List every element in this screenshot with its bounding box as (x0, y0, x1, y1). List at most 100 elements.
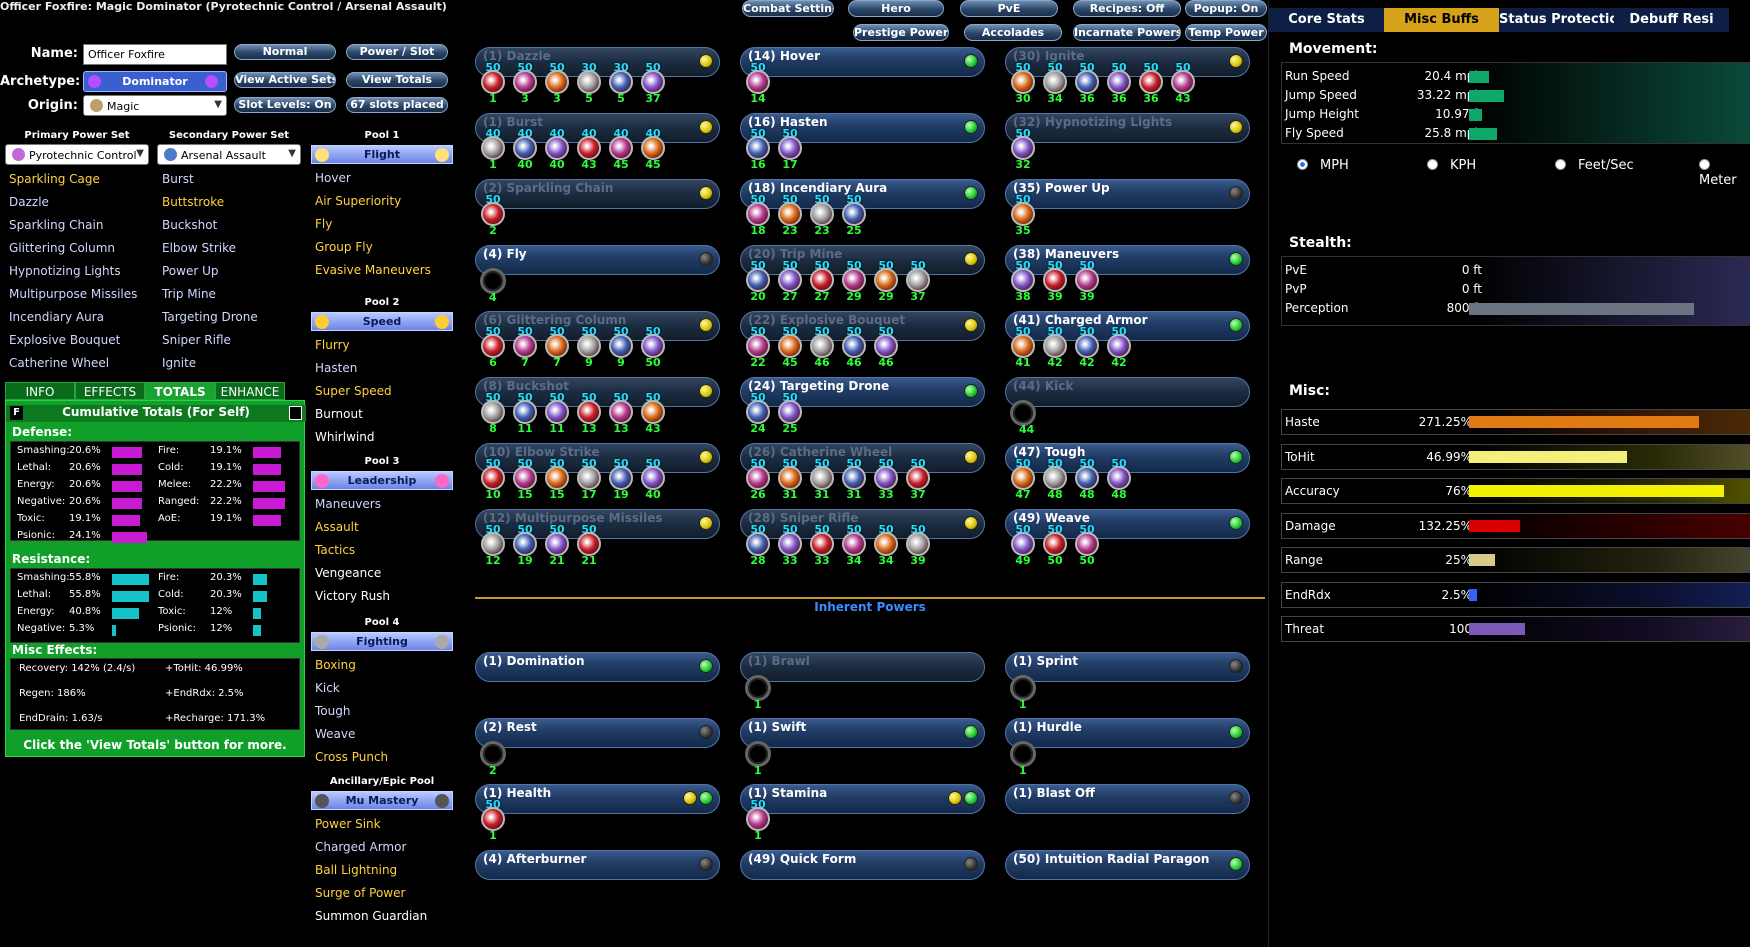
power-item-explosive-bouquet[interactable]: Explosive Bouquet (9, 333, 121, 347)
power-bar[interactable] (1005, 311, 1250, 341)
power-bar[interactable] (1005, 179, 1250, 209)
power-bar[interactable] (1005, 113, 1250, 143)
power-bar[interactable] (1005, 850, 1250, 880)
power-slot-button[interactable]: Power / Slot (346, 44, 448, 60)
power-item-hover[interactable]: Hover (315, 171, 351, 185)
power-item-power-up[interactable]: Power Up (162, 264, 219, 278)
origin-select[interactable]: Magic▼ (83, 95, 227, 116)
power-item-charged-armor[interactable]: Charged Armor (315, 840, 407, 854)
power-item-trip-mine[interactable]: Trip Mine (162, 287, 216, 301)
power-slot-afterburner[interactable]: (4) Afterburner (475, 847, 720, 909)
combat-settings-button[interactable]: Combat Settings (742, 0, 834, 17)
tab-enhance[interactable]: ENHANCE (215, 382, 285, 400)
power-bar[interactable] (1005, 652, 1250, 682)
recipes-off-button[interactable]: Recipes: Off (1073, 0, 1181, 17)
power-bar[interactable] (1005, 509, 1250, 539)
power-item-burnout[interactable]: Burnout (315, 407, 363, 421)
tab-info[interactable]: INFO (5, 382, 75, 400)
slot-levels-on-button[interactable]: Slot Levels: On (234, 97, 336, 113)
power-bar[interactable] (475, 179, 720, 209)
pool-select-speed[interactable]: Speed (311, 312, 453, 331)
prestige-powers-button[interactable]: Prestige Powers (853, 24, 949, 41)
power-bar[interactable] (740, 718, 985, 748)
power-bar[interactable] (740, 652, 985, 682)
power-item-dazzle[interactable]: Dazzle (9, 195, 49, 209)
power-item-glittering-column[interactable]: Glittering Column (9, 241, 116, 255)
power-item-ball-lightning[interactable]: Ball Lightning (315, 863, 398, 877)
power-item-ignite[interactable]: Ignite (162, 356, 197, 370)
power-slot-intuition-radial-paragon[interactable]: (50) Intuition Radial Paragon (1005, 847, 1250, 909)
power-bar[interactable] (740, 113, 985, 143)
power-bar[interactable] (1005, 784, 1250, 814)
power-bar[interactable] (740, 784, 985, 814)
power-item-boxing[interactable]: Boxing (315, 658, 356, 672)
f-button[interactable]: F (10, 406, 23, 420)
power-item-hypnotizing-lights[interactable]: Hypnotizing Lights (9, 264, 121, 278)
power-item-evasive-maneuvers[interactable]: Evasive Maneuvers (315, 263, 431, 277)
power-item-multipurpose-missiles[interactable]: Multipurpose Missiles (9, 287, 138, 301)
power-item-victory-rush[interactable]: Victory Rush (315, 589, 391, 603)
power-bar[interactable] (475, 784, 720, 814)
empty-slot-icon[interactable] (745, 741, 771, 767)
power-bar[interactable] (475, 47, 720, 77)
power-item-sparkling-cage[interactable]: Sparkling Cage (9, 172, 100, 186)
power-item-catherine-wheel[interactable]: Catherine Wheel (9, 356, 110, 370)
power-slot-domination[interactable]: (1) Domination (475, 649, 720, 711)
power-slot-blast-off[interactable]: (1) Blast Off (1005, 781, 1250, 843)
normal-button[interactable]: Normal (234, 44, 336, 60)
power-slot-quick-form[interactable]: (49) Quick Form (740, 847, 985, 909)
power-bar[interactable] (1005, 245, 1250, 275)
incarnate-powers-button[interactable]: Incarnate Powers (1073, 24, 1181, 41)
tab-totals[interactable]: TOTALS (145, 382, 215, 400)
power-bar[interactable] (740, 850, 985, 880)
power-item-elbow-strike[interactable]: Elbow Strike (162, 241, 236, 255)
archetype-select[interactable]: Dominator (83, 71, 227, 92)
